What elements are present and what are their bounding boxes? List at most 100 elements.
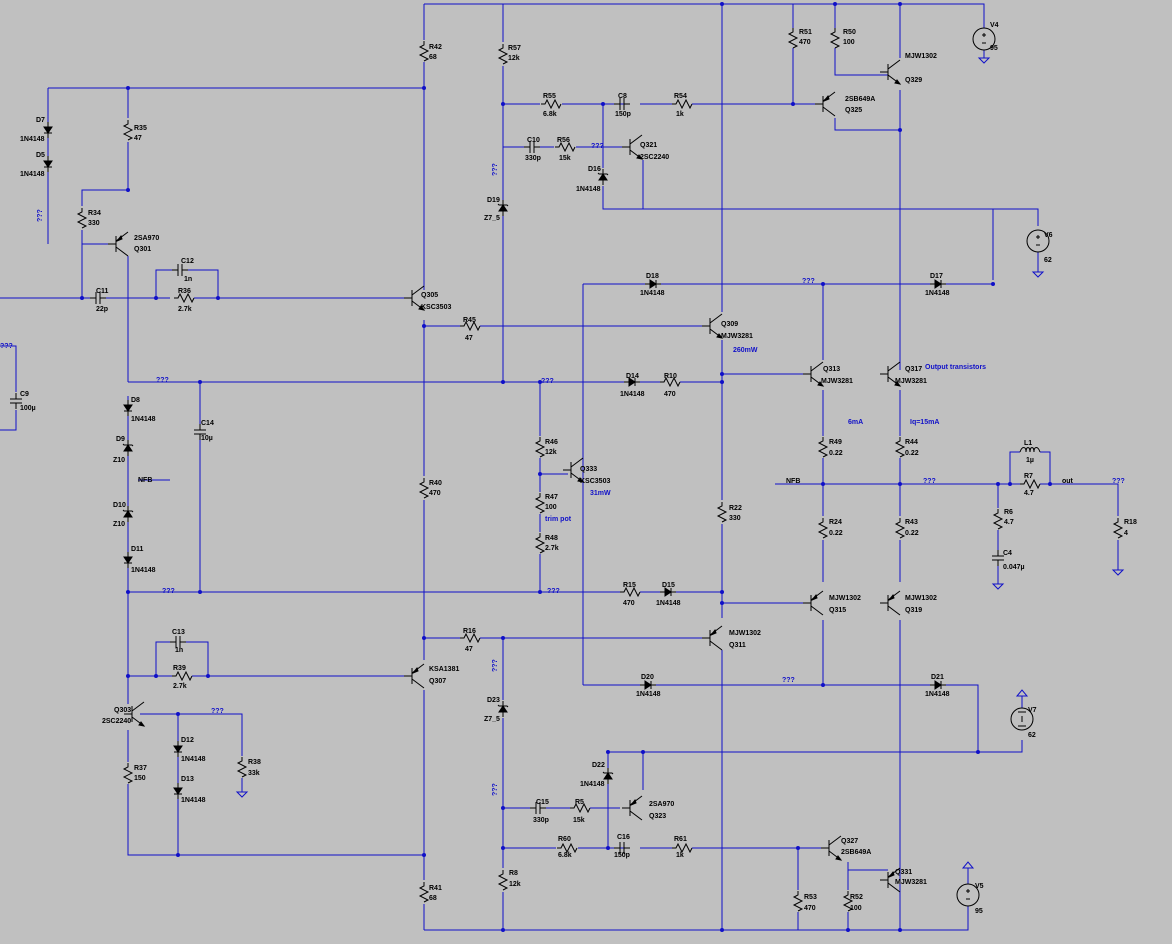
capacitor-c4[interactable]: C40.047µ (991, 549, 1025, 571)
svg-text:R16: R16 (463, 628, 476, 635)
svg-text:Q323: Q323 (649, 813, 666, 820)
svg-text:1N4148: 1N4148 (131, 567, 156, 574)
svg-text:R6: R6 (1004, 509, 1013, 516)
svg-text:2SB649A: 2SB649A (845, 96, 875, 103)
resistor-r7[interactable]: R74.7 (1019, 473, 1041, 497)
svg-text:15k: 15k (573, 817, 585, 824)
svg-text:Q307: Q307 (429, 678, 446, 685)
svg-text:470: 470 (429, 490, 441, 497)
svg-text:D7: D7 (36, 117, 45, 124)
resistor-r6[interactable]: R64.7 (993, 508, 1014, 530)
svg-text:2SC2240: 2SC2240 (102, 718, 131, 725)
svg-text:R50: R50 (843, 29, 856, 36)
svg-text:12k: 12k (545, 449, 557, 456)
svg-text:C15: C15 (536, 799, 549, 806)
